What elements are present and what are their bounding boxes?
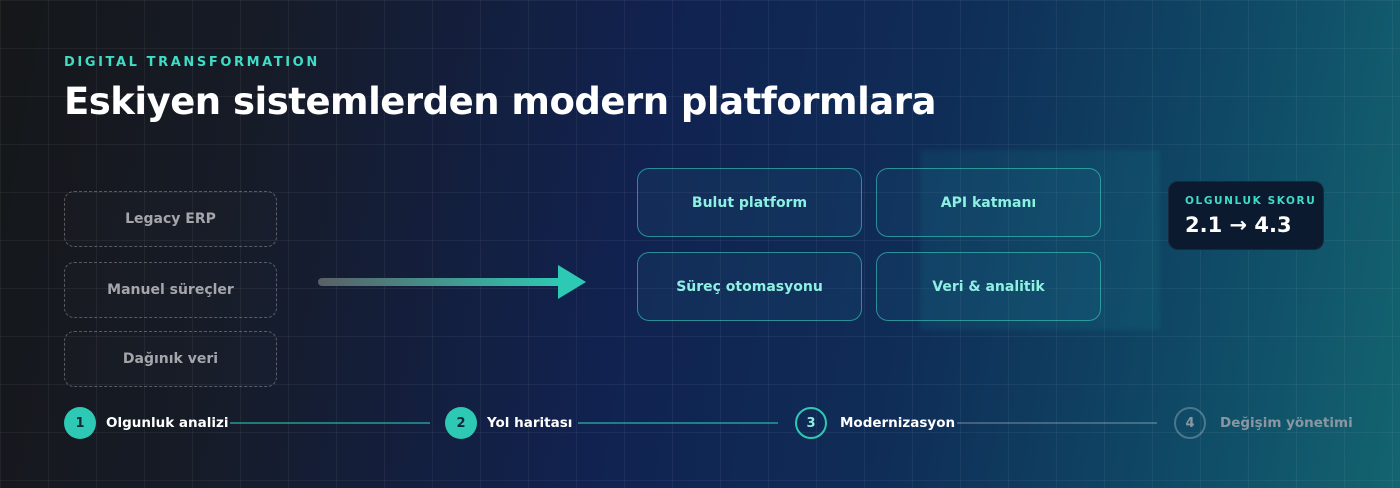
step-2-label: Yol haritası: [487, 415, 573, 431]
modern-box-data-analytics: Veri & analitik: [876, 252, 1101, 321]
maturity-score-value: 2.1 → 4.3: [1185, 213, 1292, 237]
step-1-circle: 1: [64, 407, 96, 439]
transformation-arrow-icon: [318, 265, 586, 299]
step-4-circle: 4: [1174, 407, 1206, 439]
step-4-label: Değişim yönetimi: [1220, 415, 1353, 431]
page-title: Eskiyen sistemlerden modern platformlara: [64, 80, 936, 123]
step-connector-1: [230, 422, 430, 424]
step-3-circle: 3: [795, 407, 827, 439]
legacy-box-manual-processes: Manuel süreçler: [64, 262, 277, 318]
modern-box-cloud-platform: Bulut platform: [637, 168, 862, 237]
modern-box-api-layer: API katmanı: [876, 168, 1101, 237]
maturity-score-label: OLGUNLUK SKORU: [1185, 195, 1317, 207]
eyebrow-label: DIGITAL TRANSFORMATION: [64, 55, 320, 70]
legacy-box-erp: Legacy ERP: [64, 191, 277, 247]
legacy-box-scattered-data: Dağınık veri: [64, 331, 277, 387]
modern-box-process-automation: Süreç otomasyonu: [637, 252, 862, 321]
step-3-label: Modernizasyon: [840, 415, 956, 431]
step-connector-2: [578, 422, 778, 424]
step-1-label: Olgunluk analizi: [106, 415, 229, 431]
maturity-score-card: OLGUNLUK SKORU 2.1 → 4.3: [1168, 181, 1324, 250]
step-2-circle: 2: [445, 407, 477, 439]
step-connector-3: [957, 422, 1157, 424]
